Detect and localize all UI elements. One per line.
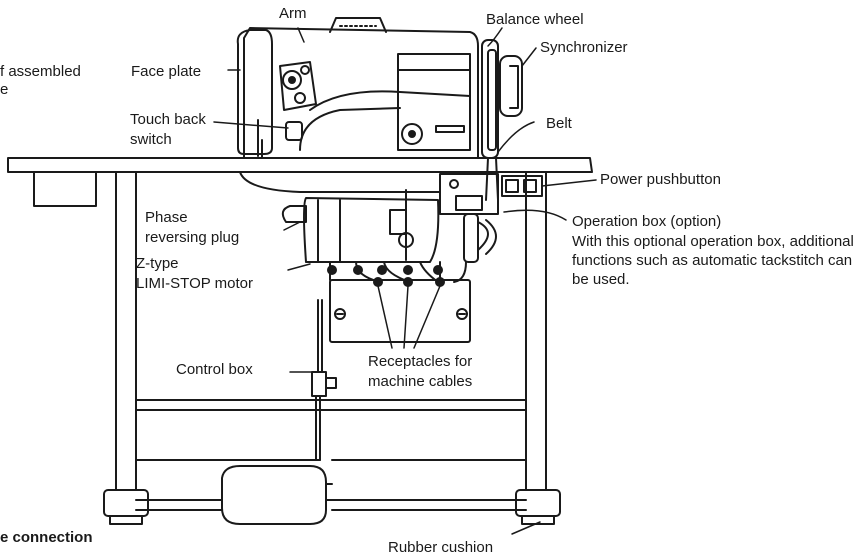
arm-label: Arm [279,5,307,22]
top-badge [329,17,387,33]
receptacles-label-1: Receptacles for [368,353,473,370]
assembled-label-1: f assembled [0,63,81,80]
right-foot [515,489,561,517]
power-pushbutton-label: Power pushbutton [600,171,721,188]
phase-reversing-plug-part [281,205,307,223]
receptacle [403,277,413,287]
tension-disc [282,70,302,90]
table-top [7,157,593,207]
receptacle [373,277,383,287]
synchronizer-label: Synchronizer [540,39,628,56]
stand-frame [103,171,561,525]
motor-label-2: LIMI-STOP motor [136,275,253,292]
rubber-cushion-label: Rubber cushion [388,539,494,556]
phase-reversing-plug-label-2: reversing plug [145,229,240,246]
treadle-pedal [221,465,327,525]
touch-back-switch-label-2: switch [130,131,172,148]
pedal-linkage [221,299,337,525]
left-foot [103,489,149,517]
control-box-body [329,279,471,343]
phase-reversing-plug-label-1: Phase [145,209,188,226]
rubber-cushion-part [109,515,143,525]
leader-lines [213,27,597,535]
touch-back-switch-part [285,121,303,141]
touch-back-switch-label-1: Touch back [130,111,206,128]
limi-stop-motor [281,173,543,283]
table-surface [7,157,593,173]
balance-wheel-label: Balance wheel [486,11,584,28]
face-plate-label: Face plate [131,63,202,80]
receptacle [435,277,445,287]
operation-box-part [439,173,499,215]
assembled-label-2: e [0,81,9,98]
bobbin-winder [401,123,423,145]
belt [485,157,489,201]
control-box-label: Control box [176,361,253,378]
drawer [33,171,97,207]
belt-label: Belt [546,115,572,132]
operation-box-description: With this optional operation box, additi… [572,233,854,288]
motor-label-1: Z-type [136,255,179,272]
operation-box-title: Operation box (option) [572,213,722,230]
synchronizer-part [499,55,523,117]
control-box [329,277,471,343]
connection-heading: e connection [0,529,93,546]
rod-coupling [311,371,327,397]
machine-arm [243,27,479,159]
face-plate [236,29,273,155]
receptacles-label-2: machine cables [368,373,473,390]
sewing-machine-head [236,17,479,159]
